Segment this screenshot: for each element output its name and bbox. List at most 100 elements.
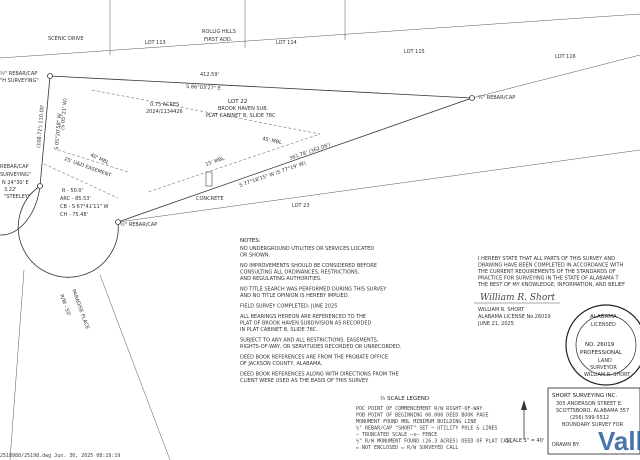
seal-name: WILLIAM R. SHORT: [584, 372, 631, 378]
note-line: CONSULTING ALL ORDINANCES, RESTRICTIONS,: [240, 270, 360, 276]
lot22-plat: PLAT CABINET B, SLIDE 78C: [206, 113, 276, 119]
concrete-pad: [205, 171, 213, 187]
lot23-east: [471, 54, 640, 99]
legend-item: POC POINT OF COMMENCEMENT R/W RIGHT-OF-W…: [356, 406, 482, 412]
survey-type: BOUNDARY SURVEY FOR: [562, 422, 624, 428]
south-boundary: [117, 97, 473, 223]
legend-title: ½ SCALE LEGEND: [380, 395, 429, 402]
note-line: RIGHTS-OF-WAY, OR SERVITUDES RECORDED OR…: [240, 344, 402, 350]
rebar-bottom: ½" REBAR/CAP: [120, 221, 157, 228]
company-address: 305 ANDERSON STREET E.: [556, 401, 623, 407]
note-line: DEED BOOK REFERENCES ARE FROM THE PROBAT…: [240, 355, 388, 361]
certification-line: I HEREBY STATE THAT ALL PARTS OF THIS SU…: [478, 256, 615, 262]
lot-115-label: LOT 115: [404, 49, 425, 55]
note-line: SUBJECT TO ANY AND ALL RESTRICTIONS, EAS…: [240, 338, 379, 344]
top-bearing: S 86°03'27" E: [186, 84, 221, 92]
legend-item: ½" REBAR/CAP "SHORT" SET ~ UTILITY POLE …: [356, 425, 497, 432]
company-city: SCOTTSBORO, ALABAMA 357: [556, 408, 629, 414]
scenic-drive-label: SCENIC DRIVE: [48, 36, 84, 42]
west-bearing-2: (S 05°21' W): [60, 98, 69, 130]
signature: William R. Short: [480, 293, 556, 303]
certification-line: DRAWING HAVE BEEN COMPLETED IN ACCORDANC…: [478, 263, 624, 269]
north-arrow-head: [521, 400, 527, 410]
monument-bottom: [115, 219, 121, 225]
cul-de-sac: [17, 185, 119, 278]
seal-state: ALABAMA: [590, 314, 617, 320]
seal-licensed: LICENSED: [591, 322, 616, 328]
south-bearing: S 77°18'15" W (S 77°19' W): [239, 160, 307, 188]
rebar-top-left-2: "H SURVEYING": [0, 78, 39, 84]
first-add-label: FIRST ADD.: [204, 37, 233, 43]
legend-item: ▭ NOT ENCLOSED ▭ R/W SURVEYED CALL: [356, 445, 458, 451]
seal-surveyor: SURVEYOR: [590, 365, 617, 371]
rebar-left-mid-1: REBAR/CAP: [0, 164, 29, 170]
row-line-right: [99, 274, 171, 460]
north-boundary: [49, 75, 473, 99]
note-line: NO TITLE SEARCH WAS PERFORMED DURING THI…: [240, 287, 387, 293]
legend-item: MONUMENT FOUND MBL MINIMUM BUILDING LINE: [356, 419, 476, 425]
left-distance: 3.22': [4, 187, 17, 193]
row-label: R/W - 50': [58, 294, 71, 318]
lot22-acres: 0.75 ACRES: [150, 102, 179, 108]
curve-arc: ARC - 85.53': [60, 196, 91, 202]
rebar-left-mid-2: SURVEYING": [0, 172, 31, 178]
west-distance: (108.72') 110.00': [36, 105, 46, 149]
file-footer: 2518988/25198.dwg Jun. 30, 2025 08:19:19: [0, 453, 120, 459]
company-box: [547, 387, 640, 455]
mbl-40-label: 40' MBL: [89, 152, 110, 166]
seal-number: NO. 26019: [585, 342, 615, 348]
rebar-left-mid-3: "STEELEY": [4, 194, 30, 200]
left-coordinate: N 24°30' E: [2, 180, 29, 186]
west-bearing-1: S 05°20'58" W: [54, 113, 63, 150]
monument-left-mid: [37, 183, 43, 189]
note-line: NO IMPROVEMENTS SHOULD BE CONSIDERED BEF…: [240, 263, 377, 269]
lot-23-label: LOT 23: [292, 203, 310, 209]
note-line: ALL BEARINGS HEREON ARE REFERENCED TO TH…: [240, 314, 366, 320]
company-name: SHORT SURVEYING INC.: [552, 393, 617, 399]
note-line: AND REGULATING AUTHORITIES.: [240, 276, 322, 282]
note-line: OR SHOWN.: [240, 253, 271, 259]
note-line: AND NO TITLE OPINION IS HEREBY IMPLIED.: [240, 293, 350, 299]
lot-114-label: LOT 114: [276, 40, 297, 46]
paradise-place-label: PARADISE PLACE: [70, 289, 90, 330]
watermark-logo: Valle: [598, 426, 640, 456]
lot23-line: [117, 149, 640, 223]
surveyor-license: ALABAMA LICENSE No.26019: [478, 314, 551, 320]
notes-title: NOTES:: [240, 238, 261, 244]
certification-block: I HEREBY STATE THAT ALL PARTS OF THIS SU…: [477, 256, 625, 288]
monument-top-right: [469, 95, 475, 101]
west-boundary: [39, 75, 51, 187]
legend-item: ½" R/W MONUMENT FOUND (26.3 ACRES) DEED …: [356, 438, 513, 445]
note-line: NO UNDERGROUND UTILITIES OR SERVICES LOC…: [240, 246, 374, 252]
row-line-left: [9, 269, 25, 460]
mbl-15-label: 15' MBL: [205, 156, 226, 168]
surveyor-seal: ALABAMA LICENSED NO. 26019 PROFESSIONAL …: [565, 304, 640, 386]
note-line: CLIENT WERE USED AS THE BASIS OF THIS SU…: [240, 378, 369, 384]
certification-line: THE BEST OF MY KNOWLEDGE, INFORMATION, A…: [477, 282, 625, 288]
surveyor-name: WILLIAM R. SHORT: [478, 307, 525, 313]
south-distance: 361.78' (362.06'): [289, 142, 332, 162]
note-line: OF JACKSON COUNTY, ALABAMA.: [240, 361, 323, 367]
lot22-doc: 2024/1134426: [146, 109, 183, 115]
mbl-45-label: 45' MBL: [262, 136, 283, 146]
scale-label: SCALE 1" = 40': [506, 438, 544, 444]
legend-item: POB POINT OF BEGINNING 00.000 DEED BOOK …: [356, 413, 488, 419]
seal-professional: PROFESSIONAL: [580, 350, 623, 356]
cul-de-sac-left: [0, 185, 41, 236]
lot22-name: LOT 22: [228, 99, 247, 105]
lot22-sub: BROOK HAVEN SUB.: [218, 106, 269, 112]
note-line: FIELD SURVEY COMPLETED: JUNE 2025: [240, 304, 337, 310]
note-line: DEED BOOK REFERENCES ALONG WITH DIRECTIO…: [240, 372, 399, 378]
curve-ch: CH - 75.48': [60, 212, 88, 218]
top-distance: 412.59': [200, 72, 219, 78]
notes-block: NOTES: NO UNDERGROUND UTILITIES OR SERVIC…: [240, 238, 402, 384]
rollig-hills-label: ROLLIG HILLS: [202, 29, 236, 35]
certification-date: JUNE 21, 2025: [477, 321, 514, 327]
curve-cb: CB - S 67°41'11" W: [60, 204, 109, 210]
note-line: IN PLAT CABINET B, SLIDE 78C.: [240, 327, 318, 333]
legend-item: — TRUNCATED SCALE —x— FENCE: [356, 432, 437, 438]
easement-line-2: [43, 163, 119, 199]
drawn-by: DRAWN BY:: [552, 442, 580, 448]
certification-line: PRACTICE FOR SURVEYING IN THE STATE OF A…: [478, 276, 619, 282]
